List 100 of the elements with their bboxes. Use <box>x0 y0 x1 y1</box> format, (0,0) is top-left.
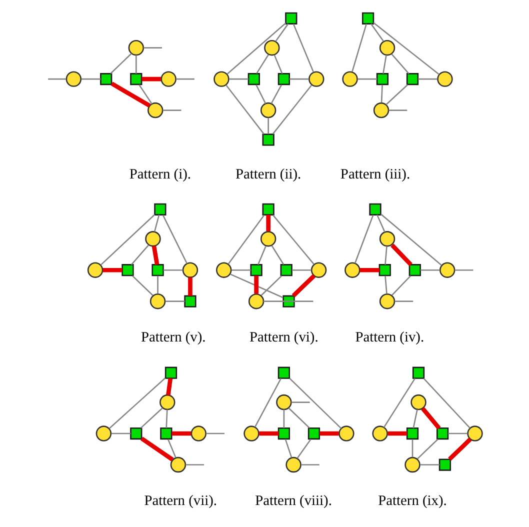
connector <box>448 438 472 461</box>
connector <box>292 24 314 72</box>
connector <box>370 23 384 42</box>
connector <box>188 277 192 296</box>
connector <box>412 409 418 428</box>
connector <box>388 110 408 111</box>
connector <box>226 22 286 75</box>
connector <box>186 464 204 466</box>
connector <box>130 244 150 266</box>
connector <box>254 276 258 294</box>
node-box <box>100 73 112 86</box>
node-box <box>154 203 166 216</box>
node-box <box>278 427 290 440</box>
node-box <box>278 73 290 86</box>
connector <box>140 408 163 428</box>
node-circle <box>338 426 354 442</box>
label: Pattern (i). <box>129 166 191 182</box>
connector <box>138 84 152 104</box>
node-circle <box>264 40 280 56</box>
connector <box>254 378 282 428</box>
node-circle <box>145 231 161 247</box>
connector <box>391 275 412 296</box>
node-box <box>362 12 374 24</box>
connector <box>352 24 368 72</box>
connector <box>391 54 410 74</box>
connector <box>284 439 292 458</box>
node-circle <box>410 394 426 410</box>
node-circle <box>260 102 276 118</box>
connector <box>48 78 66 80</box>
connector <box>384 276 388 294</box>
connector <box>380 214 442 266</box>
connector <box>421 407 441 430</box>
node-circle <box>148 102 164 118</box>
connector <box>259 431 278 436</box>
connector <box>420 269 440 271</box>
connector <box>264 300 314 302</box>
label: Pattern (v). <box>140 330 206 346</box>
node-circle <box>342 71 358 87</box>
node-circle <box>372 426 388 442</box>
node-box <box>406 427 419 440</box>
connector <box>271 245 284 265</box>
node-circle <box>216 262 232 278</box>
connector <box>394 300 414 302</box>
node-box <box>184 295 196 308</box>
node-box <box>369 203 382 216</box>
connector <box>292 269 312 271</box>
connector <box>384 246 388 265</box>
node-box <box>282 295 295 308</box>
node-circle <box>310 262 327 278</box>
connector <box>165 300 185 302</box>
connector <box>108 378 166 429</box>
connector <box>360 268 380 272</box>
node-circle <box>373 102 390 118</box>
connector <box>423 378 470 429</box>
label: Pattern (viii). <box>255 493 332 510</box>
node-circle <box>437 71 453 87</box>
node-circle <box>308 71 324 87</box>
connector <box>206 432 224 434</box>
node-circle <box>344 262 360 278</box>
connector <box>172 431 192 436</box>
node-circle <box>379 40 396 56</box>
connector <box>358 78 378 80</box>
connector <box>260 275 282 296</box>
connector <box>132 275 154 296</box>
node-box <box>436 427 449 440</box>
connector <box>448 432 468 434</box>
connector <box>418 78 438 80</box>
node-box <box>406 73 419 86</box>
connector <box>144 47 162 48</box>
node-circle <box>150 293 166 310</box>
connector <box>266 214 270 232</box>
connector <box>283 410 285 428</box>
connector <box>270 84 282 104</box>
node-box <box>160 427 172 440</box>
label: Pattern (iv). <box>355 330 424 346</box>
connector <box>376 214 386 232</box>
label: Pattern (vi). <box>250 330 318 346</box>
node-circle <box>248 293 264 310</box>
connector <box>257 246 266 265</box>
connector <box>296 438 312 459</box>
connector <box>162 110 182 111</box>
connector <box>291 402 310 403</box>
connector <box>167 438 176 458</box>
node-circle <box>87 262 104 278</box>
node-box <box>250 264 262 276</box>
node-circle <box>214 71 230 87</box>
connector <box>272 84 312 134</box>
node-circle <box>379 293 396 310</box>
connector <box>272 214 314 265</box>
connector <box>420 464 440 466</box>
connector <box>110 82 151 108</box>
node-circle <box>170 456 186 473</box>
connector <box>228 214 265 264</box>
connector <box>166 410 168 428</box>
node-box <box>408 264 421 276</box>
node-circle <box>286 456 302 473</box>
connector <box>301 464 320 466</box>
connector <box>152 246 160 266</box>
node-circle <box>160 71 176 87</box>
node-circle <box>276 394 292 410</box>
